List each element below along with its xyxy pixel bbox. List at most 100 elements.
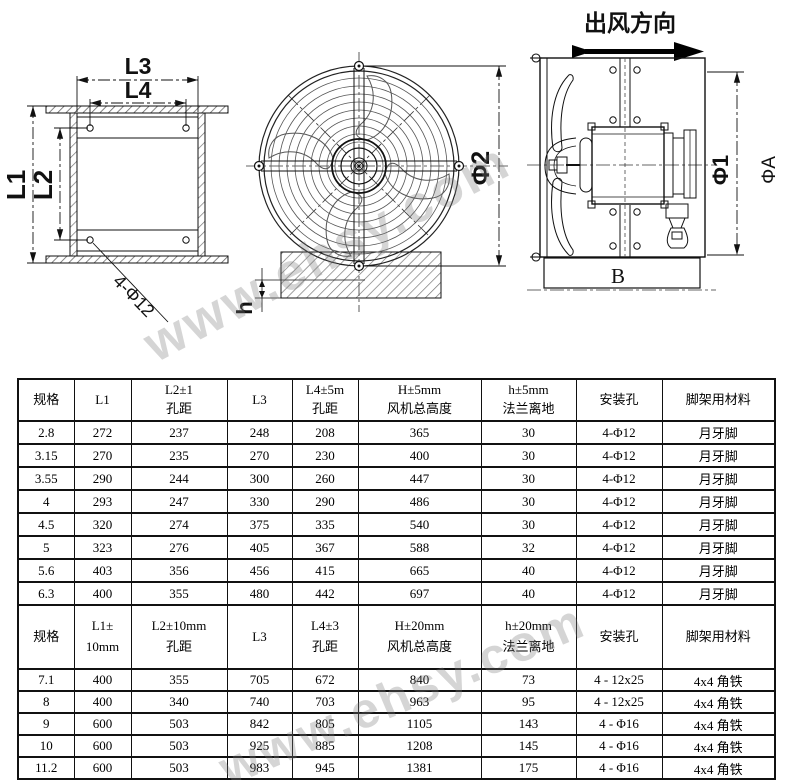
table-cell: 415 bbox=[291, 558, 359, 583]
table-cell: 4.5 bbox=[17, 512, 75, 537]
casing-bolts bbox=[530, 53, 542, 262]
table-cell: 356 bbox=[130, 558, 228, 583]
table-cell: 4-Φ12 bbox=[575, 558, 663, 583]
table-cell: 290 bbox=[73, 466, 132, 491]
table-cell: 95 bbox=[480, 690, 577, 714]
table-cell: 40 bbox=[480, 558, 577, 583]
table-cell: 4x4 角铁 bbox=[661, 690, 776, 714]
table-cell: 323 bbox=[73, 535, 132, 560]
guard-strips bbox=[261, 68, 457, 264]
table-cell: 8 bbox=[17, 690, 75, 714]
table-cell: 290 bbox=[291, 489, 359, 514]
table-cell: 335 bbox=[291, 512, 359, 537]
table-cell: 208 bbox=[291, 420, 359, 445]
table-cell: 925 bbox=[226, 734, 293, 758]
table-cell: 403 bbox=[73, 558, 132, 583]
table-cell: 月牙脚 bbox=[661, 512, 776, 537]
table-cell: 4 - Φ16 bbox=[575, 756, 663, 780]
left-view-drawing: L3 L4 L1 L2 4-Φ12 bbox=[1, 53, 229, 323]
table-cell: 365 bbox=[357, 420, 482, 445]
column-header: H±5mm 风机总高度 bbox=[357, 378, 482, 422]
table-cell: 5 bbox=[17, 535, 75, 560]
table-cell: 月牙脚 bbox=[661, 558, 776, 583]
dim-label-l4: L4 bbox=[125, 77, 152, 103]
column-header: L3 bbox=[226, 378, 293, 422]
column-header: L4±5m 孔距 bbox=[291, 378, 359, 422]
table-cell: 447 bbox=[357, 466, 482, 491]
column-header: 安装孔 bbox=[575, 378, 663, 422]
table-cell: 4 - 12x25 bbox=[575, 690, 663, 714]
table-cell: 2.8 bbox=[17, 420, 75, 445]
top-mounting-plate bbox=[76, 116, 199, 139]
bottom-flange bbox=[45, 255, 229, 264]
table-cell: 237 bbox=[130, 420, 228, 445]
column-header: h±5mm 法兰离地 bbox=[480, 378, 577, 422]
table-cell: 320 bbox=[73, 512, 132, 537]
table-cell: 270 bbox=[73, 443, 132, 468]
table-cell: 4 - Φ16 bbox=[575, 712, 663, 736]
bottom-mounting-plate bbox=[76, 229, 199, 252]
table-cell: 400 bbox=[73, 690, 132, 714]
column-header: L3 bbox=[226, 604, 293, 670]
side-base bbox=[543, 257, 701, 289]
table-cell: 3.55 bbox=[17, 466, 75, 491]
table-cell: 442 bbox=[291, 581, 359, 606]
table-cell: 842 bbox=[226, 712, 293, 736]
table-cell: 月牙脚 bbox=[661, 443, 776, 468]
table-cell: 705 bbox=[226, 668, 293, 692]
table-cell: 697 bbox=[357, 581, 482, 606]
table-cell: 963 bbox=[357, 690, 482, 714]
table-cell: 40 bbox=[480, 581, 577, 606]
table-cell: 30 bbox=[480, 466, 577, 491]
top-flange bbox=[45, 105, 229, 114]
column-header: 脚架用材料 bbox=[661, 604, 776, 670]
mount-hole bbox=[182, 236, 190, 244]
column-header: L4±3 孔距 bbox=[291, 604, 359, 670]
table-cell: 665 bbox=[357, 558, 482, 583]
table-cell: 月牙脚 bbox=[661, 420, 776, 445]
casing bbox=[539, 57, 706, 258]
table-cell: 740 bbox=[226, 690, 293, 714]
side-view-drawing: 出风方向 B bbox=[527, 10, 780, 291]
table-cell: 10 bbox=[17, 734, 75, 758]
table-cell: 6.3 bbox=[17, 581, 75, 606]
table-cell: 983 bbox=[226, 756, 293, 780]
dim-label-l1: L1 bbox=[1, 170, 31, 200]
dim-label-l3: L3 bbox=[125, 53, 152, 79]
table-cell: 9 bbox=[17, 712, 75, 736]
table-cell: 4-Φ12 bbox=[575, 489, 663, 514]
table-cell: 30 bbox=[480, 489, 577, 514]
front-view-drawing: h Φ2 bbox=[232, 52, 508, 315]
table-cell: 355 bbox=[130, 668, 228, 692]
table-cell: 7.1 bbox=[17, 668, 75, 692]
hub bbox=[331, 138, 387, 194]
table-cell: 1105 bbox=[357, 712, 482, 736]
table-cell: 367 bbox=[291, 535, 359, 560]
table-cell: 4-Φ12 bbox=[575, 581, 663, 606]
table-cell: 840 bbox=[357, 668, 482, 692]
dim-label-phiA: ΦA bbox=[759, 156, 780, 184]
support-struts bbox=[619, 58, 631, 257]
table-cell: 175 bbox=[480, 756, 577, 780]
table-cell: 30 bbox=[480, 420, 577, 445]
hole-callout: 4-Φ12 bbox=[109, 271, 158, 321]
table-cell: 276 bbox=[130, 535, 228, 560]
table-cell: 4-Φ12 bbox=[575, 443, 663, 468]
table-cell: 272 bbox=[73, 420, 132, 445]
column-header: 规格 bbox=[17, 378, 75, 422]
table-cell: 503 bbox=[130, 734, 228, 758]
table-cell: 260 bbox=[291, 466, 359, 491]
table-cell: 4-Φ12 bbox=[575, 535, 663, 560]
junction-box bbox=[665, 203, 689, 249]
dim-label-l2: L2 bbox=[28, 170, 58, 200]
